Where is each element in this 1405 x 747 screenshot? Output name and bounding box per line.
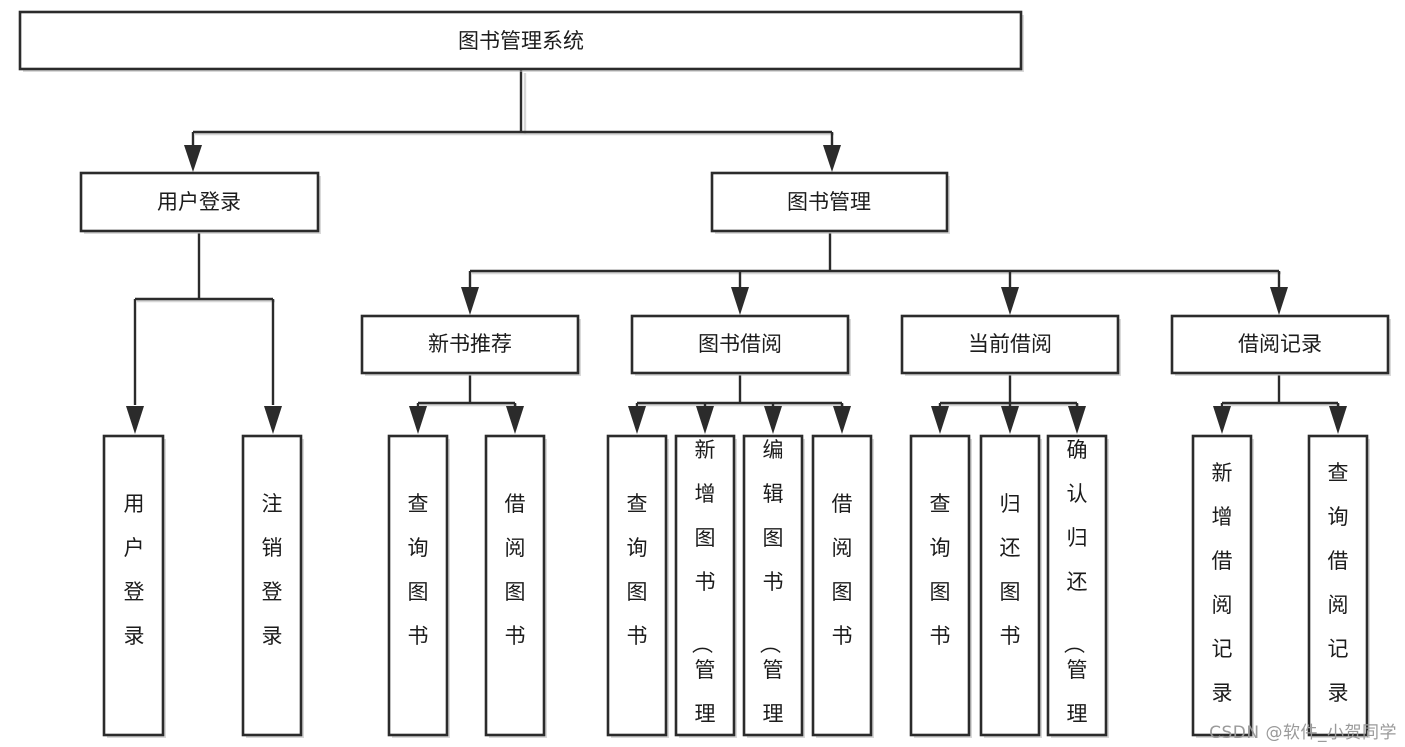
node-book-management[interactable]: 图书管理 [710,171,950,234]
node-leaf-borrow-book-2-box[interactable] [811,434,873,737]
node-leaf-return-book-box[interactable] [979,434,1041,737]
node-borrow-record[interactable]: 借阅记录 [1170,314,1391,376]
node-leaf-query-book-1-label: 查询图书 [408,492,429,648]
arrow-head-book-management [823,145,841,172]
arrow-head-new-book-recommend [461,287,479,315]
node-leaf-borrow-book-2[interactable]: 借阅图书 [811,434,874,738]
node-user-login-box[interactable] [79,171,320,233]
node-root[interactable]: 图书管理系统 [18,10,1024,72]
arrow-head-leaf-user-login [126,406,144,434]
node-leaf-user-login-label: 用户登录 [124,492,145,648]
node-leaf-query-book-3-label: 查询图书 [930,492,951,648]
arrow-head-leaf-edit-book [764,406,782,434]
node-leaf-query-book-2-label: 查询图书 [627,492,648,648]
node-leaf-query-book-1-box[interactable] [387,434,449,737]
node-leaf-edit-book-box[interactable] [742,434,804,737]
node-user-login[interactable]: 用户登录 [79,171,321,234]
arrow-head-leaf-add-record [1213,406,1231,434]
node-leaf-query-book-3[interactable]: 查询图书 [909,434,972,738]
node-leaf-borrow-book-1-label: 借阅图书 [505,492,526,648]
leaf-nodes-layer: 用户登录 注销登录 查询图书 借阅图书 查询图书 [102,434,1370,747]
connector-root-to-level1 [184,69,841,172]
node-user-login-label: 用户登录 [157,190,241,214]
node-leaf-logout-box[interactable] [241,434,303,737]
connector-current-borrow-to-leaves [931,375,1086,434]
arrow-head-leaf-query-book-2 [628,406,646,434]
node-leaf-query-record-box[interactable] [1307,434,1369,737]
node-root-label: 图书管理系统 [458,29,584,53]
node-leaf-user-login[interactable]: 用户登录 [102,434,166,738]
node-leaf-return-book[interactable]: 归还图书 [979,434,1042,738]
arrow-head-current-borrow [1001,287,1019,315]
node-leaf-edit-book[interactable]: 编辑图书（管理员） [742,434,805,747]
node-leaf-query-book-2-box[interactable] [606,434,668,737]
node-leaf-logout-label: 注销登录 [262,492,283,648]
node-new-book-recommend-label: 新书推荐 [428,332,512,356]
node-book-borrow[interactable]: 图书借阅 [630,314,851,376]
node-book-management-label: 图书管理 [787,190,871,214]
node-leaf-add-record-label: 新增借阅记录 [1212,461,1233,705]
node-book-borrow-box[interactable] [630,314,850,375]
node-leaf-add-book-box[interactable] [674,434,736,737]
node-new-book-recommend[interactable]: 新书推荐 [360,314,581,376]
arrow-head-leaf-borrow-book-1 [506,406,524,434]
node-leaf-borrow-book-2-label: 借阅图书 [832,492,853,648]
arrow-head-leaf-return-book [1001,406,1019,434]
node-leaf-confirm-return-label: 确认归还（管理员） [1062,438,1088,747]
node-leaf-borrow-book-1-box[interactable] [484,434,546,737]
arrow-head-leaf-query-record [1329,406,1347,434]
node-leaf-user-login-box[interactable] [102,434,165,737]
node-root-box[interactable] [18,10,1023,71]
node-current-borrow-label: 当前借阅 [968,332,1052,356]
connector-layer [126,69,1347,434]
node-current-borrow-box[interactable] [900,314,1120,375]
node-leaf-edit-book-label: 编辑图书（管理员） [758,438,784,747]
node-leaf-query-record[interactable]: 查询借阅记录 [1307,434,1370,738]
connector-book-borrow-to-leaves [628,375,851,434]
connector-new-book-recommend-to-leaves [409,375,524,434]
connector-user-login-to-leaves [126,233,282,434]
node-leaf-add-book-label: 新增图书（管理员） [690,438,716,747]
node-leaf-query-book-3-box[interactable] [909,434,971,737]
connector-book-management-to-level2 [461,233,1288,315]
node-leaf-confirm-return-box[interactable] [1046,434,1108,737]
node-leaf-return-book-label: 归还图书 [1000,492,1021,648]
node-leaf-confirm-return[interactable]: 确认归还（管理员） [1046,434,1109,747]
arrow-head-borrow-record [1270,287,1288,315]
arrow-head-leaf-borrow-book-2 [833,406,851,434]
connector-borrow-record-to-leaves [1213,375,1347,434]
node-current-borrow[interactable]: 当前借阅 [900,314,1121,376]
node-book-management-box[interactable] [710,171,949,233]
node-book-borrow-label: 图书借阅 [698,332,782,356]
node-borrow-record-box[interactable] [1170,314,1390,375]
node-leaf-add-record[interactable]: 新增借阅记录 [1191,434,1254,738]
arrow-head-leaf-query-book-1 [409,406,427,434]
node-leaf-query-book-2[interactable]: 查询图书 [606,434,669,738]
node-leaf-query-book-1[interactable]: 查询图书 [387,434,450,738]
node-borrow-record-label: 借阅记录 [1238,332,1322,356]
arrow-head-leaf-logout [264,406,282,434]
arrow-head-leaf-add-book [696,406,714,434]
arrow-head-leaf-confirm-return [1068,406,1086,434]
node-leaf-logout[interactable]: 注销登录 [241,434,304,738]
arrow-head-book-borrow [731,287,749,315]
node-leaf-add-record-box[interactable] [1191,434,1253,737]
node-leaf-query-record-label: 查询借阅记录 [1328,461,1349,705]
arrow-head-leaf-query-book-3 [931,406,949,434]
arrow-head-user-login [184,145,202,172]
node-leaf-borrow-book-1[interactable]: 借阅图书 [484,434,547,738]
node-new-book-recommend-box[interactable] [360,314,580,375]
node-leaf-add-book[interactable]: 新增图书（管理员） [674,434,737,747]
